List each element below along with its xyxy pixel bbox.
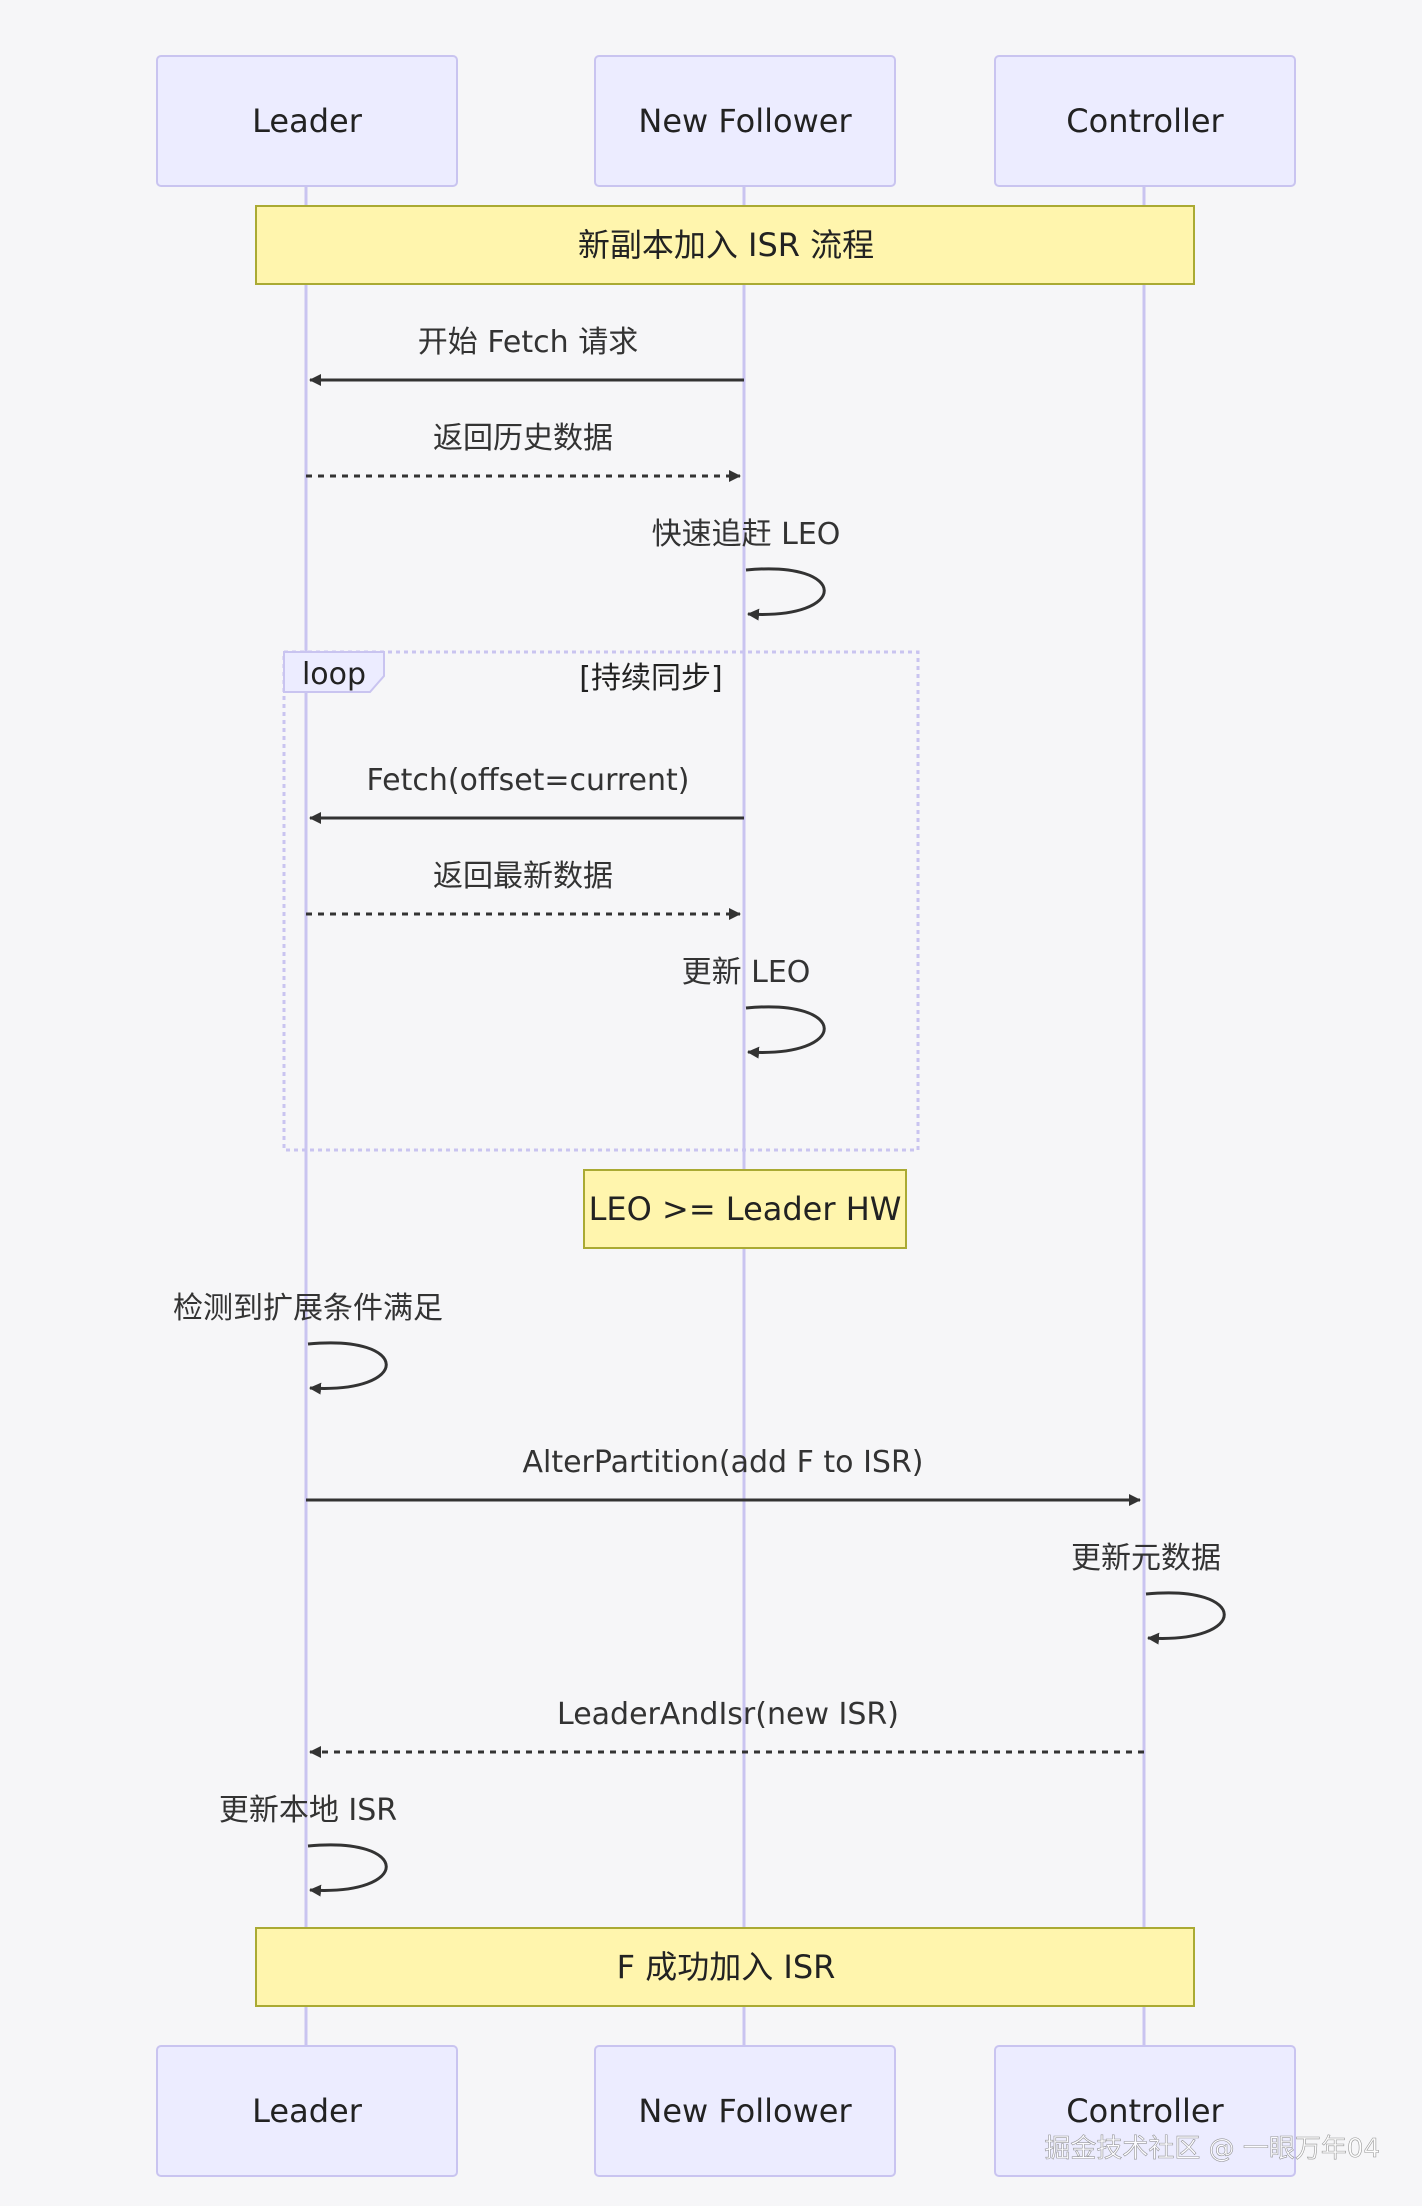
message-2-label: 返回历史数据: [433, 421, 613, 456]
actor-follower-bottom: [594, 2045, 896, 2177]
message-6-self-arrow: [745, 1005, 826, 1059]
actor-leader-bottom-label: Leader: [252, 2092, 363, 2130]
note-start: [255, 205, 1195, 285]
actor-controller-top: [994, 55, 1296, 187]
actor-controller-top-label: Controller: [1066, 102, 1224, 140]
actor-follower-bottom-label: New Follower: [638, 2092, 852, 2130]
actor-follower-top: [594, 55, 896, 187]
watermark: 掘金技术社区 @ 一眼万年04: [1044, 2134, 1380, 2164]
message-11-self-arrow: [307, 1843, 388, 1897]
actor-follower-top-label: New Follower: [638, 102, 852, 140]
loop-condition: [持续同步]: [579, 661, 722, 696]
actor-controller-bottom: [994, 2045, 1296, 2177]
message-11-label: 更新本地 ISR: [219, 1793, 397, 1828]
message-5-label: 返回最新数据: [433, 859, 613, 894]
message-1-label: 开始 Fetch 请求: [418, 325, 638, 360]
note-done: [255, 1927, 1195, 2007]
message-9-label: 更新元数据: [1071, 1541, 1221, 1576]
actor-leader-bottom: [156, 2045, 458, 2177]
note-leo-check: [583, 1169, 907, 1249]
message-3-label: 快速追赶 LEO: [652, 517, 841, 552]
loop-frame: [282, 650, 920, 1152]
note-done-label: F 成功加入 ISR: [617, 1948, 836, 1986]
message-10-label: LeaderAndIsr(new ISR): [557, 1697, 899, 1732]
message-4-label: Fetch(offset=current): [367, 763, 690, 798]
loop-keyword: loop: [302, 657, 366, 692]
message-8-label: AlterPartition(add F to ISR): [522, 1445, 923, 1480]
message-7-self-arrow: [307, 1341, 388, 1395]
message-9-self-arrow: [1145, 1591, 1226, 1645]
message-6-label: 更新 LEO: [682, 955, 811, 990]
note-leo-check-label: LEO >= Leader HW: [589, 1190, 902, 1228]
actor-controller-bottom-label: Controller: [1066, 2092, 1224, 2130]
note-start-label: 新副本加入 ISR 流程: [578, 226, 874, 264]
message-7-label: 检测到扩展条件满足: [173, 1291, 443, 1326]
actor-leader-top-label: Leader: [252, 102, 363, 140]
loop-tag: [283, 651, 385, 693]
message-3-self-arrow: [745, 567, 826, 621]
actor-leader-top: [156, 55, 458, 187]
